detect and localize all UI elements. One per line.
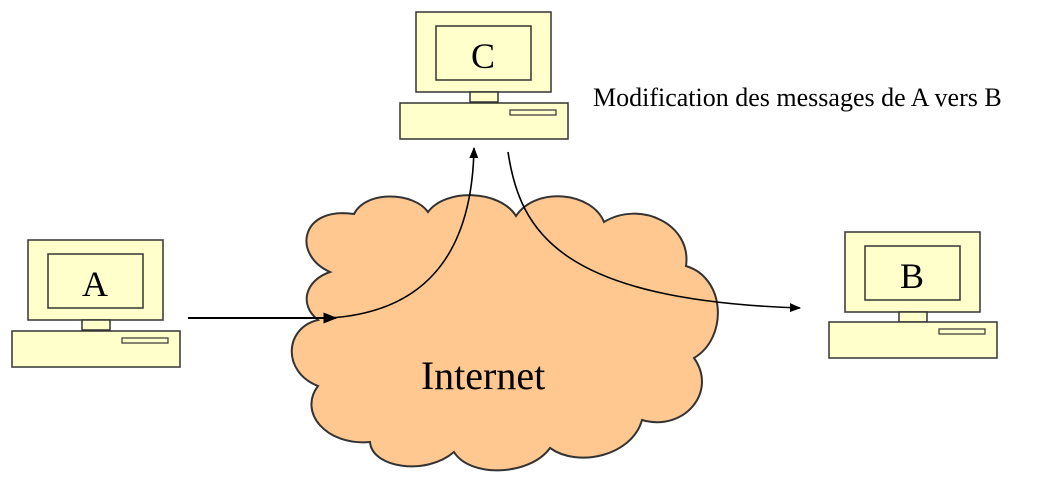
computer-b-screen [864,245,961,301]
computer-c-label: C [471,36,495,76]
computer-c-screen [435,25,532,81]
computer-a-drive-slot [121,337,169,344]
computer-b-label: B [900,256,924,296]
computer-b: B [828,231,998,359]
computer-b-base [828,321,998,359]
computer-c: C [399,11,569,140]
internet-cloud: Internet [290,194,719,472]
computer-a-label: A [82,264,108,304]
internet-label: Internet [421,353,545,398]
computer-b-drive-slot [938,328,986,335]
computer-c-base [399,102,569,140]
arrow-c-to-b [507,151,802,313]
computer-a: A [11,239,181,368]
computer-a-base [11,330,181,368]
computer-c-drive-slot [509,109,557,116]
interception-annotation: Modification des messages de A vers B [593,83,1002,112]
cloud-shape [290,194,719,472]
computer-a-screen [47,253,144,309]
arrow-internet-to-c [329,146,479,319]
computer-c-stand [469,91,499,103]
message-arrows [188,146,802,324]
computer-b-stand [898,311,928,323]
computer-a-stand [81,319,111,331]
